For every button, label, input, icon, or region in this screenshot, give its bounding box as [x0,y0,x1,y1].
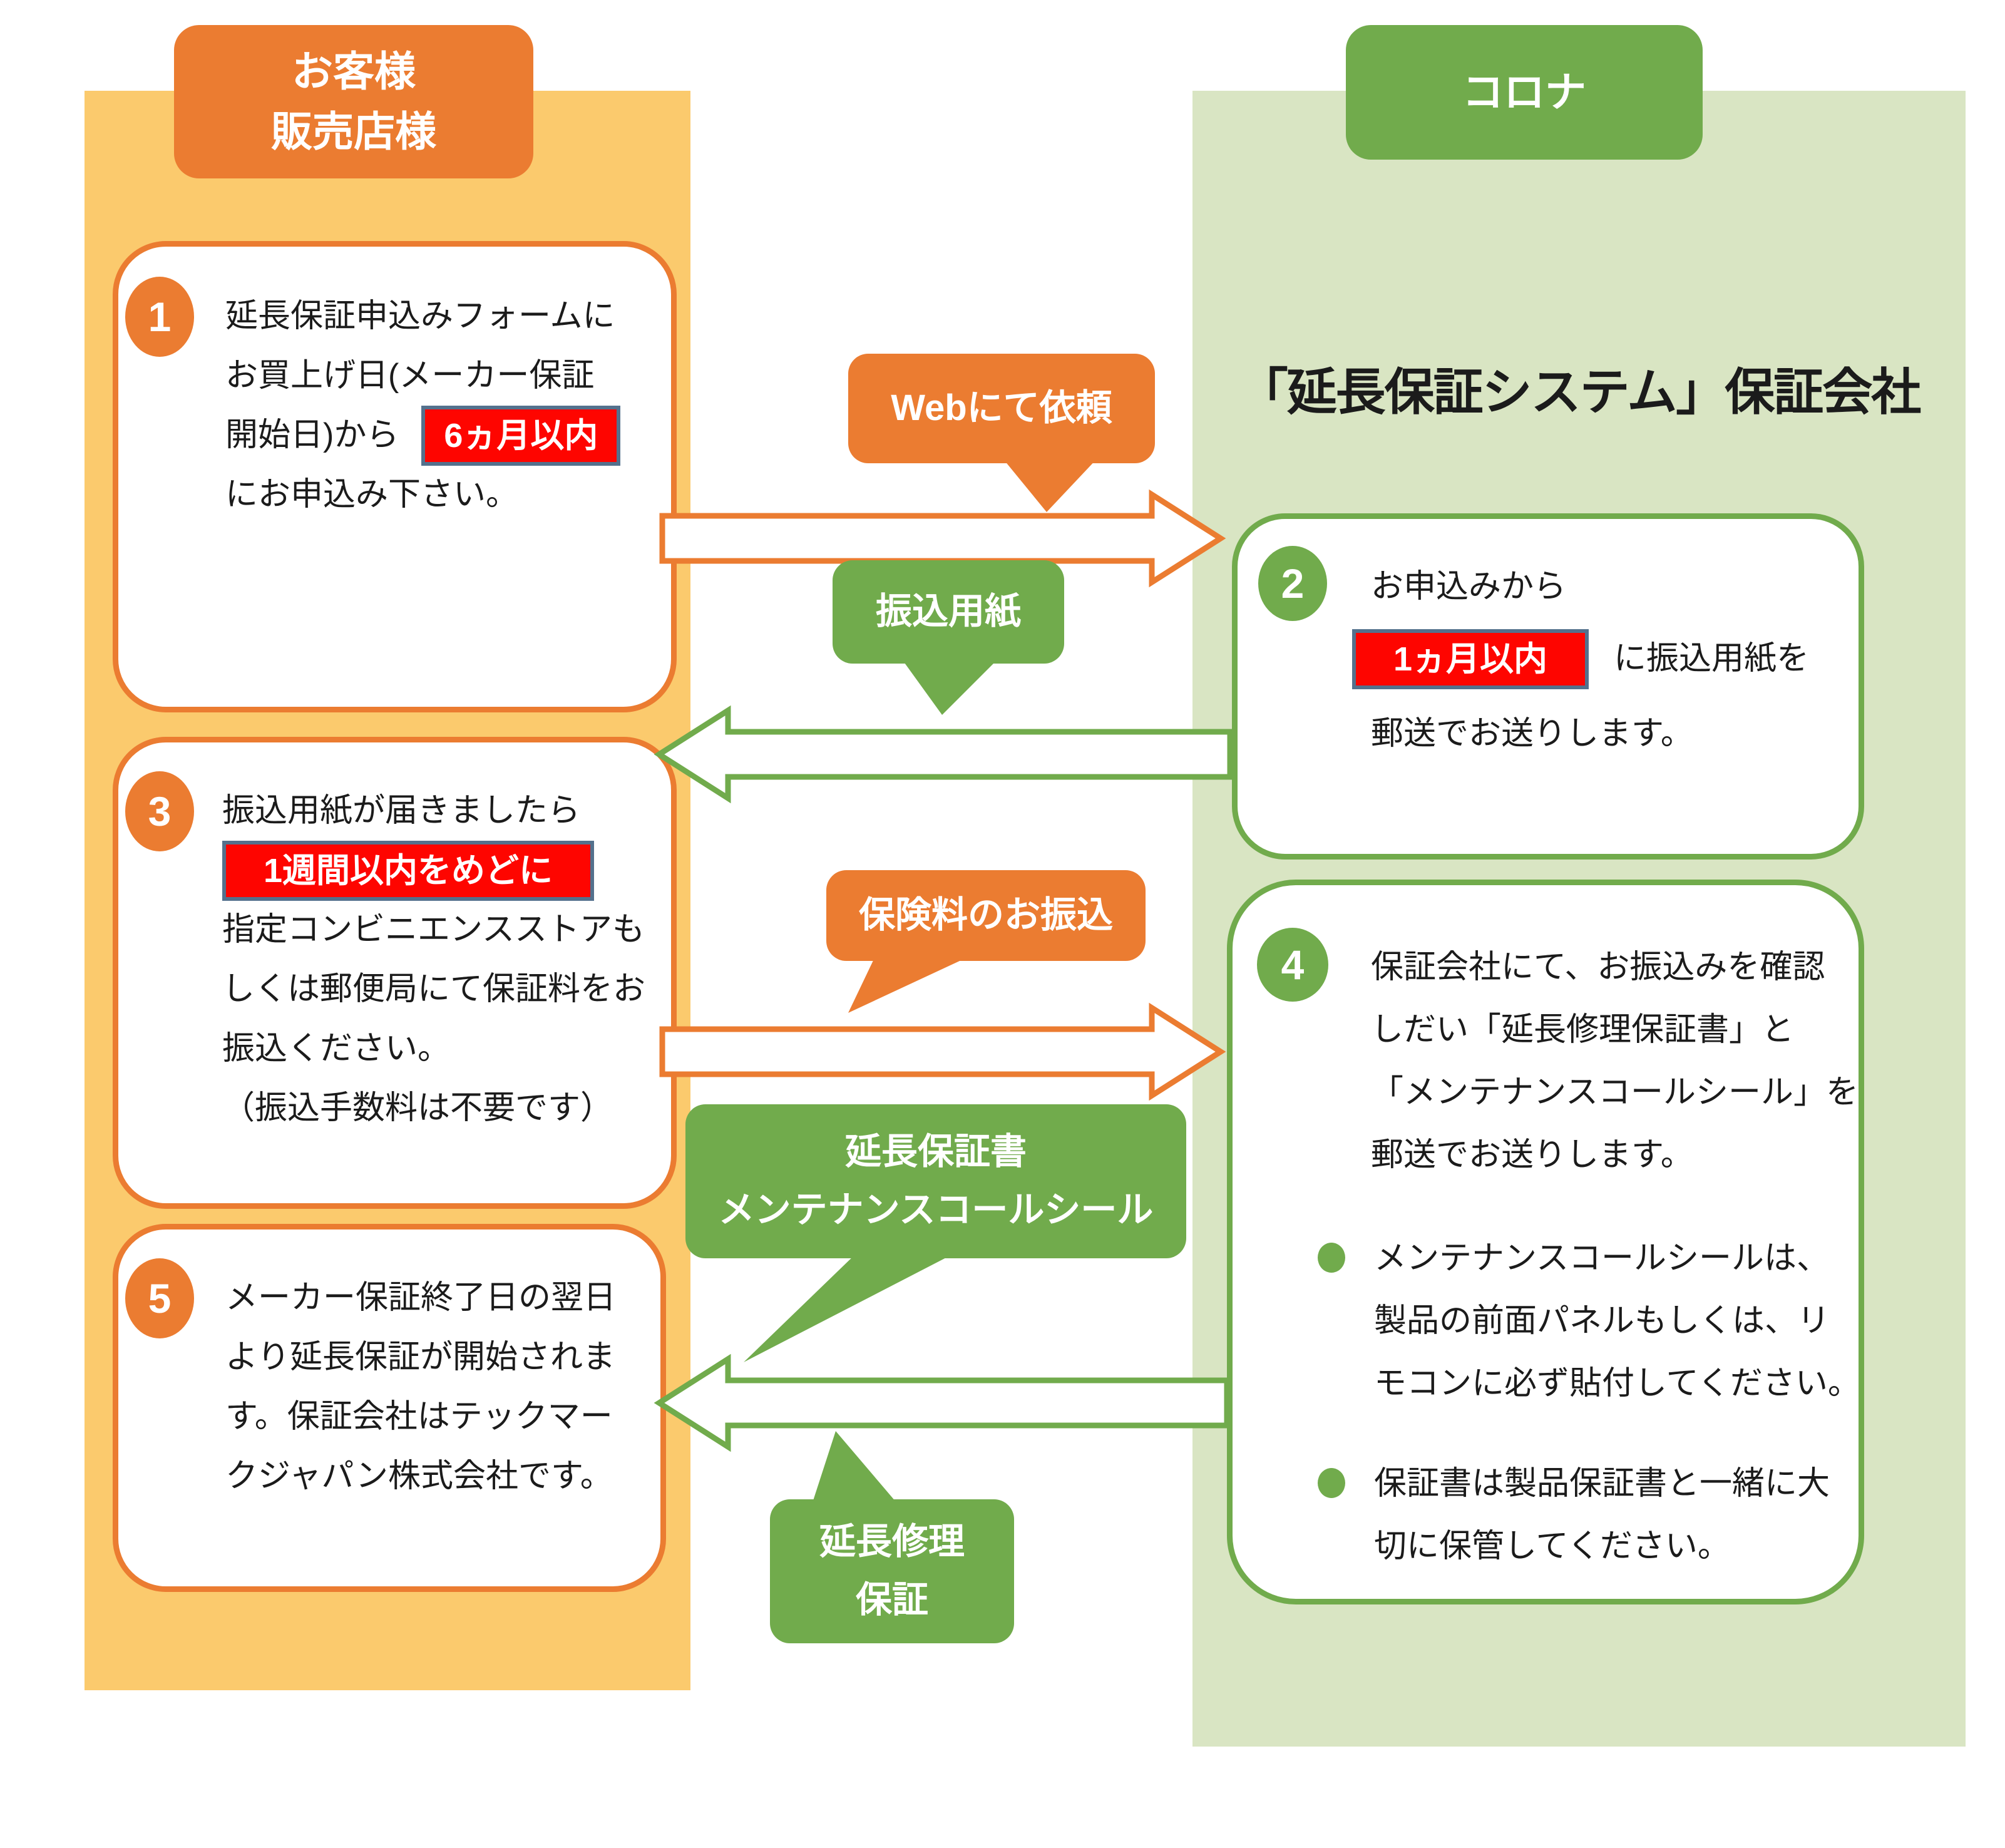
bullet-dot-2 [1318,1468,1345,1498]
bullet-dot-1 [1318,1243,1345,1273]
step-1-text: 延長保証申込みフォームに お買上げ日(メーカー保証 開始日)から 6ヵ月以内 に… [225,287,621,525]
bubble-hoken-tail [848,957,969,1013]
bubble-extended-repair-line2: 保証 [855,1579,928,1620]
step-1-line-4: にお申込み下さい。 [225,476,519,513]
corona-header: コロナ [1346,25,1703,160]
bubble-transfer-form-label: 振込用紙 [875,591,1021,632]
customer-header-line1: お客様 [292,48,416,95]
step-4-bullet-1-line-2: 製品の前面パネルもしくは、リ [1374,1303,1830,1339]
step-4-bullet-2-line-1: 保証書は製品保証書と一緒に大 [1374,1466,1830,1502]
step-5-line-3: す。保証会社はテックマー [225,1399,613,1435]
bubble-warranty-documents-line2: メンテナンスコールシール [718,1189,1154,1230]
insurance-payment-arrow [659,1002,1226,1101]
step-4-bullet-1-line-3: モコンに必ず貼付してください。 [1374,1365,1860,1402]
warranty-system-title: 「延長保証システム」保証会社 [1238,364,1922,420]
step-number-3: 3 [125,771,194,851]
step-3-line-6: （振込手数料は不要です） [222,1090,613,1126]
bubble-transfer-form: 振込用紙 [833,560,1064,664]
step-4-bullet-2-line-2: 切に保管してください。 [1374,1528,1730,1564]
warranty-documents-arrow [654,1353,1230,1452]
step-4-para-line-2: しだい「延長修理保証書」と [1371,1012,1795,1048]
bubble-web-request: Webにて依頼 [848,354,1155,463]
bubble-extended-repair-line1: 延長修理 [819,1521,965,1563]
bubble-web-tail [1002,457,1099,512]
step-4-bullet-2: 保証書は製品保証書と一緒に大 切に保管してください。 [1374,1452,1830,1578]
step-2-line-1: お申込みから [1371,568,1567,605]
step-2-text: お申込みから 1ヵ月以内 に振込用紙を 郵送でお送りします。 [1352,554,1810,770]
bubble-warranty-documents-line1: 延長保証書 [844,1131,1027,1173]
step-number-2: 2 [1258,546,1327,621]
step-1-line-2: お買上げ日(メーカー保証 [225,357,595,394]
step-2-line-2-text: に振込用紙を [1614,640,1810,677]
bubble-encho-tail [744,1253,955,1362]
step-4-para-line-3: 「メンテナンスコールシール」を [1371,1074,1859,1111]
step-number-4: 4 [1257,928,1328,1002]
step-1-line-3-text: 開始日)から [225,417,399,453]
step-4-para-line-4: 郵送でお送りします。 [1371,1137,1693,1173]
bubble-extended-repair-warranty: 延長修理 保証 [770,1499,1014,1643]
step-4-bullet-1-line-1: メンテナンスコールシールは、 [1374,1240,1829,1276]
step-5-line-1: メーカー保証終了日の翌日 [225,1280,617,1316]
step-number-5: 5 [125,1258,194,1338]
step-5-line-2: より延長保証が開始されま [225,1339,615,1375]
step-4-bullet-1: メンテナンスコールシールは、 製品の前面パネルもしくは、リ モコンに必ず貼付して… [1374,1227,1860,1415]
step-2-line-2: 1ヵ月以内 に振込用紙を [1352,620,1810,698]
step-3-line-5: 振込ください。 [222,1030,451,1067]
step-box-3 [113,737,677,1209]
bubble-shuri-tail [813,1431,896,1502]
bubble-web-request-label: Webにて依頼 [891,388,1112,429]
step-3-line-2: 1週間以内をめどに [222,840,645,901]
step-3-line-1: 振込用紙が届きましたら [222,793,581,829]
transfer-form-arrow [654,705,1233,804]
step-5-text: メーカー保証終了日の翌日 より延長保証が開始されま す。保証会社はテックマー ク… [225,1268,616,1506]
bubble-furikomi-tail [901,659,998,715]
step-box-1 [113,241,677,712]
bubble-insurance-payment: 保険料のお振込 [826,870,1146,961]
step-number-1: 1 [125,277,194,357]
step-4-para-line-1: 保証会社にて、お振込みを確認 [1371,949,1825,985]
step-1-line-3: 開始日)から 6ヵ月以内 [225,405,621,466]
badge-6-months: 6ヵ月以内 [421,405,621,466]
step-2-line-3: 郵送でお送りします。 [1371,716,1693,752]
step-3-text: 振込用紙が届きましたら 1週間以内をめどに 指定コンビニエンスストアも しくは郵… [222,781,645,1138]
badge-1-week: 1週間以内をめどに [222,840,595,901]
corona-header-label: コロナ [1462,68,1586,115]
step-3-line-4: しくは郵便局にて保証料をお [222,971,646,1007]
step-5-line-4: クジャパン株式会社です。 [225,1458,613,1494]
step-4-paragraph: 保証会社にて、お振込みを確認 しだい「延長修理保証書」と 「メンテナンスコールシ… [1371,936,1859,1186]
customer-header: お客様 販売店様 [174,25,533,178]
badge-1-month: 1ヵ月以内 [1352,629,1589,689]
step-1-line-1: 延長保証申込みフォームに [225,298,615,334]
bubble-insurance-payment-label: 保険料のお振込 [858,895,1113,936]
customer-header-line2: 販売店様 [271,108,436,155]
step-3-line-3: 指定コンビニエンスストアも [222,911,645,948]
bubble-warranty-documents: 延長保証書 メンテナンスコールシール [685,1104,1186,1258]
